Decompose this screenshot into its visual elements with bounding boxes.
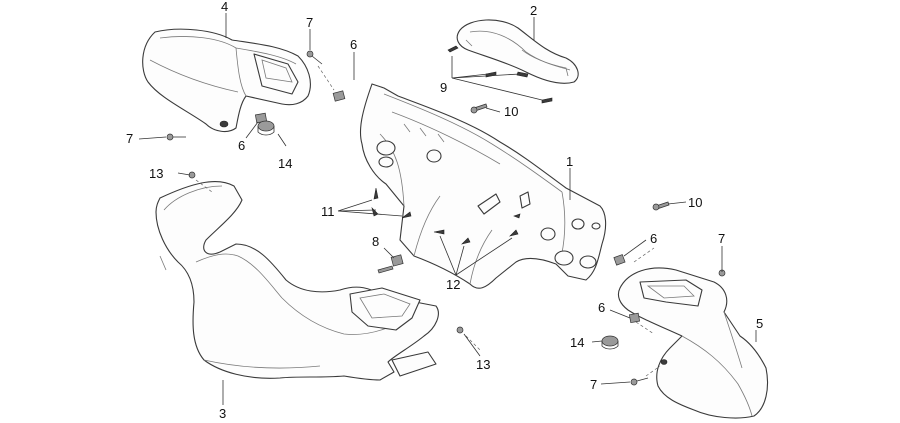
callout-2: 2 [530,3,537,18]
callout-13-bottom: 13 [476,357,490,372]
callout-6-left: 6 [238,138,245,153]
callout-10-right: 10 [688,195,702,210]
leader-lines [138,13,757,405]
callout-13-left: 13 [149,166,163,181]
callout-6-right: 6 [650,231,657,246]
callout-11: 11 [321,204,335,219]
callout-1: 1 [566,154,573,169]
callout-14-right: 14 [570,335,584,350]
callout-8: 8 [372,234,379,249]
part-5-right-hand-cover [617,267,769,419]
part-4-left-hand-cover [142,28,311,133]
callout-7-lower: 7 [590,377,597,392]
callout-9: 9 [440,80,447,95]
callout-3: 3 [219,406,226,421]
part-3-front-cover [155,181,439,381]
callout-7-right: 7 [718,231,725,246]
callout-6-lower: 6 [598,300,605,315]
hardware-parts [166,45,726,386]
callout-7-left: 7 [126,131,133,146]
callout-6-top: 6 [350,37,357,52]
callout-12: 12 [446,277,460,292]
part-1-handlebar-housing [359,83,607,289]
callout-4: 4 [221,0,228,14]
callout-14-left: 14 [278,156,292,171]
callout-5: 5 [756,316,763,331]
callout-7-top: 7 [306,15,313,30]
callout-10-top: 10 [504,104,518,119]
part-2-upper-cover [456,19,579,84]
callout-labels: 1 2 3 4 5 6 6 6 6 7 7 7 7 8 9 10 10 11 1… [126,0,763,421]
